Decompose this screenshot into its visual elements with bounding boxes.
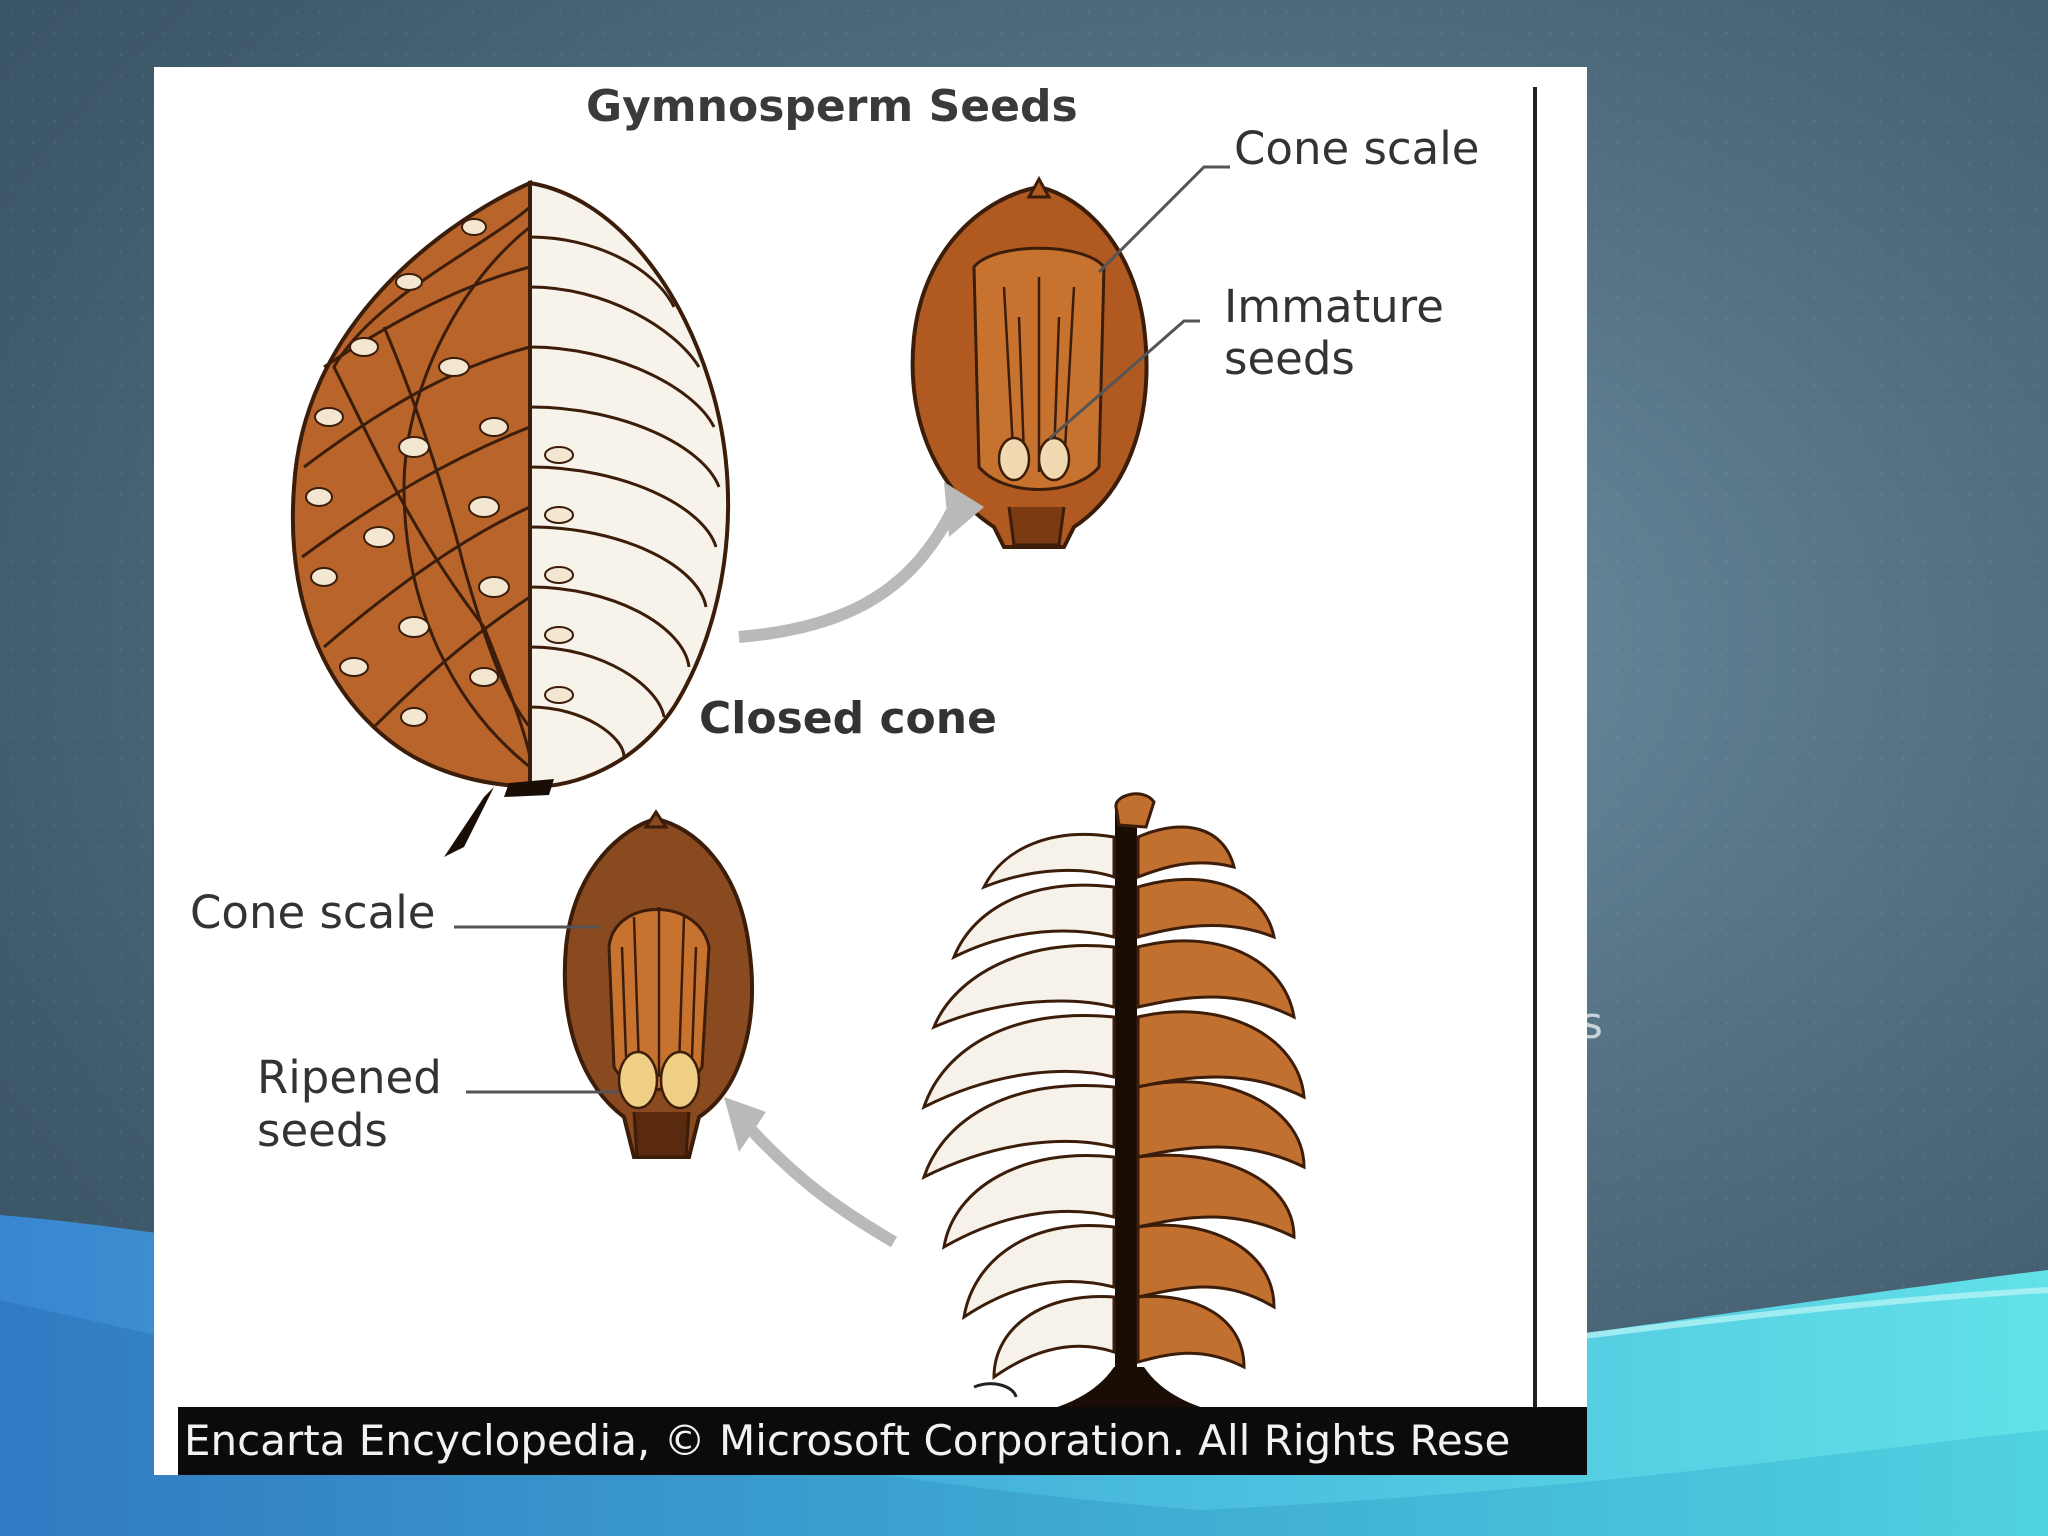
label-cone-scale-bottom: Cone scale [190,886,436,939]
arrow-to-ripened-scale [724,1097,898,1248]
label-cone-scale-top: Cone scale [1234,122,1480,175]
immature-cone-scale-illustration [910,175,1149,549]
label-ripened-seeds-line1: Ripened [257,1051,442,1104]
arrow-to-immature-scale [738,482,984,643]
partial-stroke [973,1382,1018,1398]
copyright-credit: Encarta Encyclopedia, © Microsoft Corpor… [178,1407,1587,1475]
ripened-cone-scale-illustration [562,809,754,1159]
divider-line [1533,87,1537,1467]
label-closed-cone: Closed cone [699,693,997,744]
leader-lines [454,165,1230,1094]
label-immature-seeds-line1: Immature [1224,280,1444,333]
label-ripened-seeds-line2: seeds [257,1104,388,1157]
diagram-panel: Gymnosperm Seeds Cone scale Immature see… [154,67,1587,1475]
figure-title: Gymnosperm Seeds [586,81,1078,132]
closed-cone-illustration [290,179,731,857]
open-cone-illustration [921,792,1306,1417]
gymnosperm-illustration [290,165,1306,1417]
label-immature-seeds-line2: seeds [1224,332,1355,385]
